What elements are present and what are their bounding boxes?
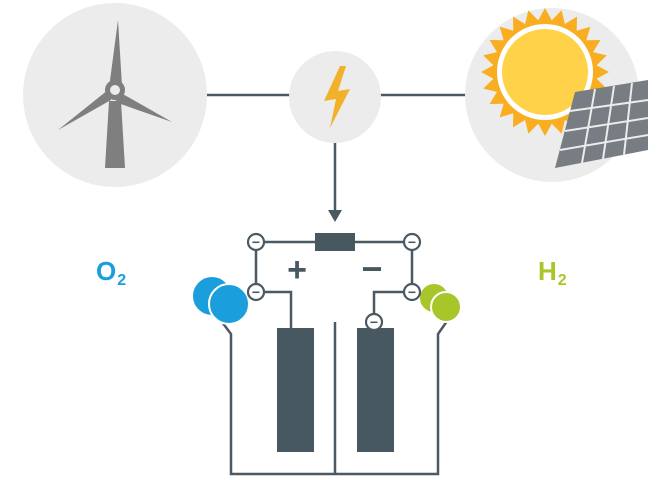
resistor [315,233,355,251]
svg-text:−: − [408,284,416,300]
power-arrow [328,143,342,222]
circuit-wires [254,240,414,330]
electron-cathode: − [364,312,384,332]
electron-left: − [246,282,266,302]
hydrogen-label: H2 [538,258,567,289]
oxygen-label: O2 [96,258,126,289]
wind-turbine-icon [23,3,207,187]
oxygen-subscript: 2 [117,272,127,289]
positive-terminal-sign: + [287,251,307,289]
solar-panel-icon [555,80,649,168]
oxygen-symbol: O [96,256,117,286]
svg-text:−: − [252,284,260,300]
electron-right: − [402,282,422,302]
hydrogen-symbol: H [538,256,557,286]
lightning-bolt-icon [289,51,381,143]
cathode-electrode [357,328,394,452]
electron-top-left: − [246,232,266,252]
electrolyser-cell [215,313,454,476]
electron-top-right: − [402,232,422,252]
anode-electrode [277,328,314,452]
oxygen-bubbles [191,275,250,325]
svg-text:−: − [370,314,378,330]
hydrogen-bubbles [418,282,462,323]
negative-terminal-sign: − [361,248,382,289]
svg-text:−: − [408,234,416,250]
svg-text:−: − [252,234,260,250]
hydrogen-subscript: 2 [557,272,567,289]
